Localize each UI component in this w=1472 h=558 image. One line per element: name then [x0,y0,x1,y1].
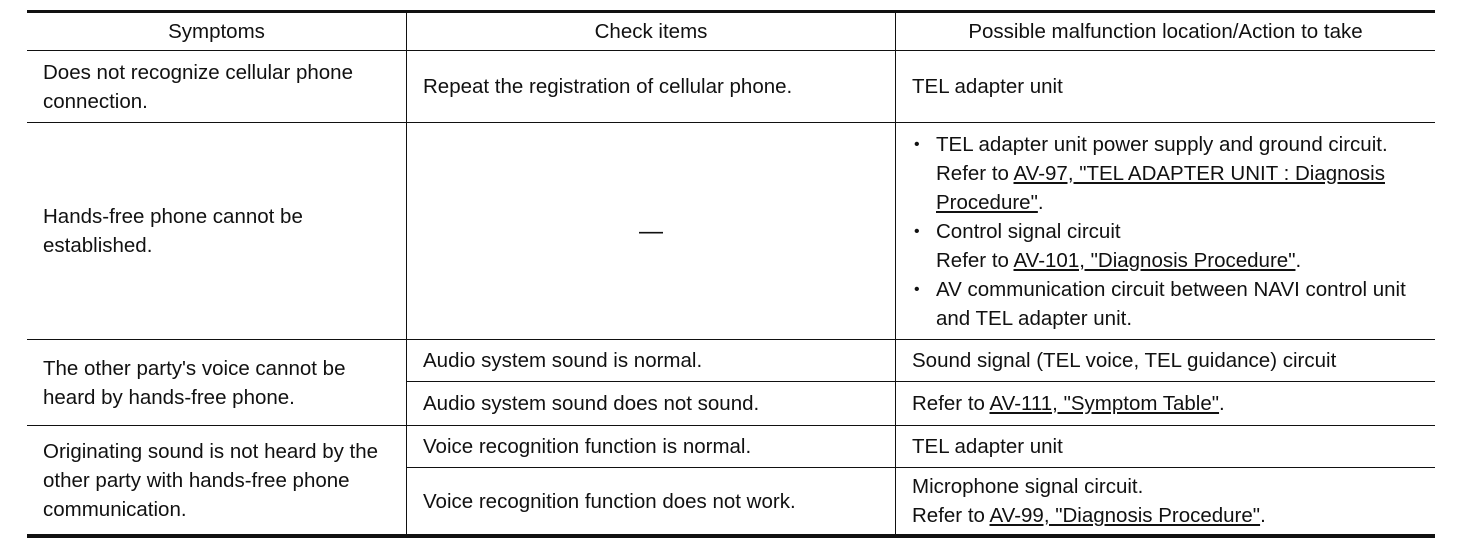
reference-link[interactable]: AV-101, "Diagnosis Procedure" [1013,248,1296,272]
refer-label: Refer to [936,161,1014,185]
reference-link[interactable]: AV-111, "Symptom Table" [989,392,1220,415]
bullet-text: AV communication circuit between NAVI co… [936,277,1406,330]
table-row: Originating sound is not heard by the ot… [27,425,1435,537]
reference-link[interactable]: AV-97, "TEL ADAPTER UNIT : Diagnosis Pro… [936,161,1385,214]
check-cell: Audio system sound is normal. [406,339,896,382]
bullet-item: TEL adapter unit power supply and ground… [912,130,1419,217]
table-row: The other party's voice cannot be heard … [27,339,1435,426]
check-cell: Audio system sound does not sound. [406,381,896,426]
reference-link[interactable]: AV-99, "Diagnosis Procedure" [989,504,1261,527]
refer-end: . [1219,392,1225,415]
bullet-text: Control signal circuit [936,219,1121,243]
check-cell: Voice recognition function is normal. [406,425,896,468]
check-cell: Voice recognition function does not work… [406,467,896,537]
action-text: Microphone signal circuit. [912,475,1144,498]
table-row: Audio system sound does not sound. Refer… [27,381,1435,426]
symptom-cell: Originating sound is not heard by the ot… [27,425,407,537]
table-row: Does not recognize cellular phone connec… [27,50,1435,123]
symptom-cell: The other party's voice cannot be heard … [27,339,407,426]
bullet-text: TEL adapter unit power supply and ground… [936,132,1388,156]
check-cell-empty: — [406,122,896,340]
header-check-items: Check items [406,11,896,51]
refer-end: . [1295,248,1302,272]
bullet-item: Control signal circuit Refer to AV-101, … [912,217,1419,275]
header-symptoms: Symptoms [27,11,407,51]
action-cell: TEL adapter unit power supply and ground… [895,122,1435,340]
refer-label: Refer to [936,248,1014,272]
refer-end: . [1037,190,1044,214]
table-row: Voice recognition function does not work… [27,467,1435,537]
action-cell: TEL adapter unit [895,425,1435,468]
header-row: Symptoms Check items Possible malfunctio… [27,11,1435,51]
refer-label: Refer to [912,504,990,527]
refer-label: Refer to [912,392,990,415]
symptom-table: Symptoms Check items Possible malfunctio… [27,10,1435,538]
bullet-item: AV communication circuit between NAVI co… [912,275,1419,333]
action-cell: Sound signal (TEL voice, TEL guidance) c… [895,339,1435,382]
action-cell: TEL adapter unit [895,50,1435,123]
table-row: Hands-free phone cannot be established. … [27,122,1435,340]
symptom-cell: Hands-free phone cannot be established. [27,122,407,340]
check-cell: Repeat the registration of cellular phon… [406,50,896,123]
symptom-cell: Does not recognize cellular phone connec… [27,50,407,123]
action-cell: Microphone signal circuit. Refer to AV-9… [895,467,1435,537]
header-action: Possible malfunction location/Action to … [895,11,1435,51]
action-cell: Refer to AV-111, "Symptom Table". [895,381,1435,426]
action-bullet-list: TEL adapter unit power supply and ground… [912,130,1419,333]
refer-end: . [1260,504,1266,527]
